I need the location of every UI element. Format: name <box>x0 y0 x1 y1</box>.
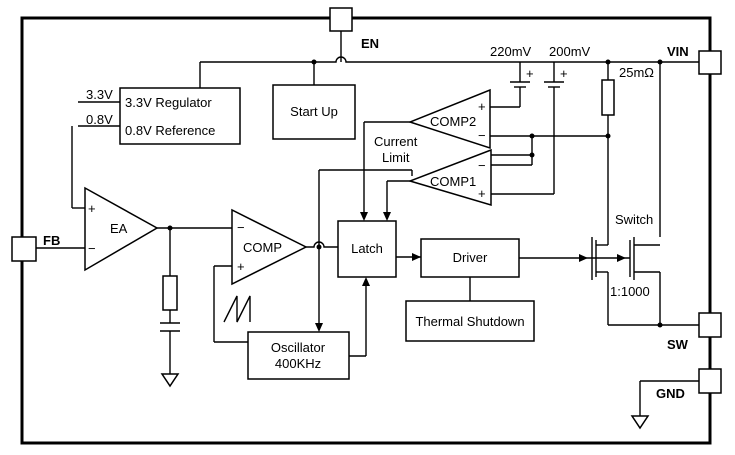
gnd-pin <box>698 368 722 394</box>
source-220mv-plus: + <box>526 66 534 81</box>
compensation-resistor <box>162 275 178 311</box>
sense-resistor <box>601 79 615 116</box>
reference-input-label: 0.8V <box>86 112 113 127</box>
current-limit-label-line2: Limit <box>382 150 410 165</box>
vin-pin-label: VIN <box>667 44 689 59</box>
sw-pin-label: SW <box>667 337 689 352</box>
fb-pin <box>11 236 37 262</box>
ea-minus-sign: − <box>88 241 96 256</box>
en-pin-label: EN <box>361 36 379 51</box>
ea-plus-sign: + <box>88 201 96 216</box>
oscillator-frequency-label: 400KHz <box>275 356 321 371</box>
comp2-plus-sign: + <box>478 99 486 114</box>
source-200mv-plus: + <box>560 66 568 81</box>
thermal-shutdown-block <box>405 300 535 342</box>
comp1-comparator <box>407 148 492 207</box>
comp1-minus-sign: − <box>478 158 486 173</box>
oscillator-block <box>247 331 350 380</box>
current-limit-label: Current <box>374 134 418 149</box>
chip-outline <box>20 16 712 445</box>
error-amplifier <box>84 186 159 272</box>
latch-block <box>337 220 397 278</box>
comp2-comparator <box>407 88 491 150</box>
comp1-label: COMP1 <box>430 174 476 189</box>
oscillator-label: Oscillator <box>271 340 326 355</box>
ground-symbol-pin <box>630 415 650 430</box>
reference-200mv-label: 200mV <box>549 44 591 59</box>
sense-resistor-label: 25mΩ <box>619 65 654 80</box>
ea-label: EA <box>110 221 128 236</box>
sw-pin <box>698 312 722 338</box>
ground-symbol <box>160 373 180 388</box>
en-pin <box>329 7 353 32</box>
comp1-plus-sign: + <box>478 186 486 201</box>
comp-label: COMP <box>243 240 282 255</box>
vin-pin <box>698 50 722 75</box>
comp2-minus-sign: − <box>478 128 486 143</box>
regulator-reference-block <box>119 87 241 145</box>
reference-220mv-label: 220mV <box>490 44 532 59</box>
fb-pin-label: FB <box>43 233 60 248</box>
comp-plus-sign: + <box>237 259 245 274</box>
startup-block <box>272 84 356 140</box>
latch-label: Latch <box>351 241 383 256</box>
startup-label: Start Up <box>290 104 338 119</box>
regulator-input-label: 3.3V <box>86 87 113 102</box>
pwm-comparator <box>231 208 308 286</box>
comp2-label: COMP2 <box>430 114 476 129</box>
driver-block <box>420 238 520 278</box>
arrowheads <box>315 212 626 332</box>
switch-label: Switch <box>615 212 653 227</box>
switch-ratio-label: 1:1000 <box>610 284 650 299</box>
regulator-label: 3.3V Regulator <box>125 95 212 110</box>
junction-dots <box>167 59 663 328</box>
thermal-shutdown-label: Thermal Shutdown <box>415 314 524 329</box>
reference-label: 0.8V Reference <box>125 123 215 138</box>
driver-label: Driver <box>453 250 488 265</box>
gnd-pin-label: GND <box>656 386 685 401</box>
comp-minus-sign: − <box>237 220 245 235</box>
